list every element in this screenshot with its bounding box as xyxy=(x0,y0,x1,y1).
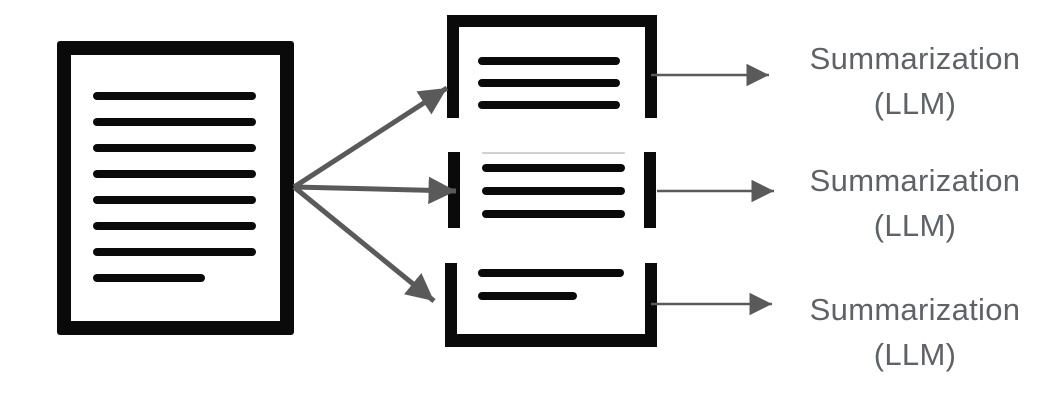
text-line xyxy=(478,79,620,87)
faded-text-line xyxy=(482,152,625,154)
summarization-label-line2: (LLM) xyxy=(873,337,957,372)
summarization-label-line2: (LLM) xyxy=(873,86,957,121)
summarization-label-line1: Summarization xyxy=(809,292,1021,327)
text-line xyxy=(482,164,625,172)
text-line xyxy=(93,196,256,204)
chunk-text-lines xyxy=(482,164,644,218)
chunk-text-lines xyxy=(478,269,645,300)
fan-arrow-to-middle-chunk xyxy=(293,176,457,205)
summarization-label-line2: (LLM) xyxy=(873,208,957,243)
summarization-label-top: Summarization (LLM) xyxy=(785,36,1045,126)
text-line xyxy=(482,187,625,195)
text-line xyxy=(93,170,256,178)
fan-arrow-to-bottom-chunk xyxy=(292,185,436,303)
summarization-label-bottom: Summarization (LLM) xyxy=(785,287,1045,377)
fan-arrow-to-top-chunk xyxy=(292,85,449,190)
text-line xyxy=(93,118,256,126)
text-line xyxy=(478,292,577,300)
text-line xyxy=(478,57,620,65)
text-line xyxy=(93,274,205,282)
source-document-icon xyxy=(57,41,294,335)
document-text-lines xyxy=(93,92,280,282)
summarization-label-middle: Summarization (LLM) xyxy=(785,158,1045,248)
text-line xyxy=(482,210,625,218)
chunk-text-lines xyxy=(478,57,645,109)
text-line xyxy=(93,92,256,100)
chunk-bottom-icon xyxy=(445,263,657,347)
chunk-top-icon xyxy=(447,15,657,118)
text-line xyxy=(93,222,256,230)
text-line xyxy=(93,248,256,256)
summarization-label-line1: Summarization xyxy=(809,41,1021,76)
text-line xyxy=(478,269,624,277)
chunk-middle-icon xyxy=(448,152,656,228)
text-line xyxy=(478,101,620,109)
text-line xyxy=(93,144,256,152)
summarization-label-line1: Summarization xyxy=(809,163,1021,198)
